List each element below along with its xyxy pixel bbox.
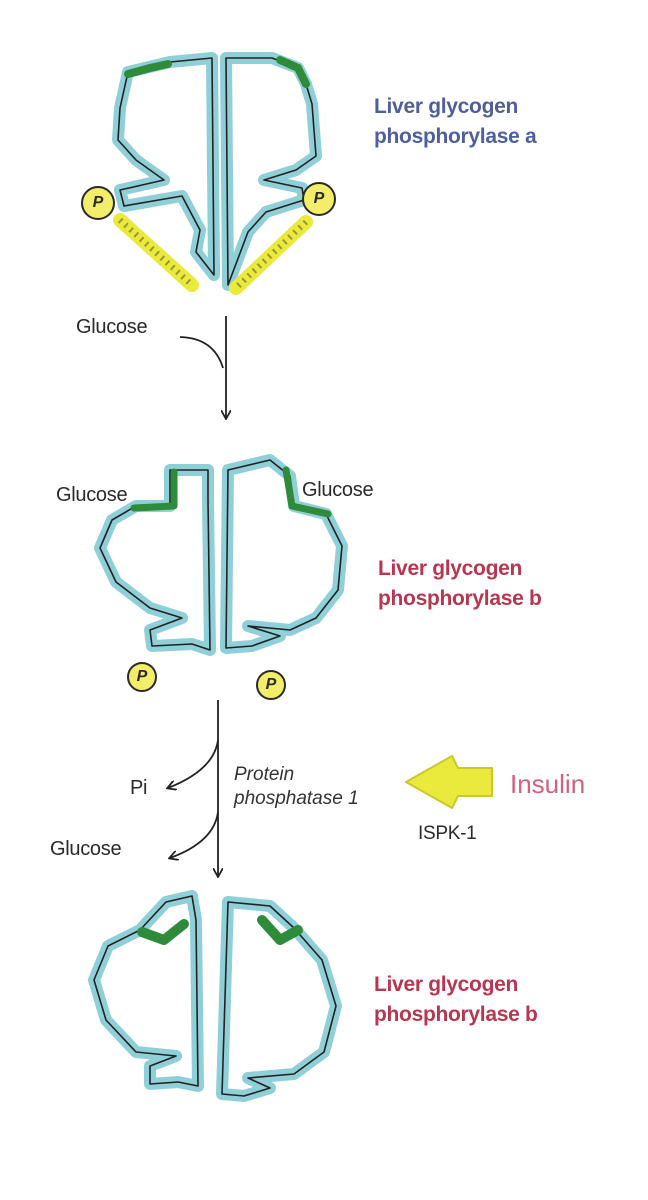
enzyme-label-line1: Protein [234,764,295,785]
state-b2-title-line2: phosphorylase b [374,1003,538,1026]
yellow-helix-left [113,213,199,292]
state-a-title: Liver glycogen phosphorylase a [374,92,537,152]
phosphate-badge: P [81,186,115,220]
state-b1-title-line1: Liver glycogen [378,557,523,580]
phosphorylase-b2-left-subunit [88,890,204,1092]
state-b2-title: Liver glycogen phosphorylase b [374,970,538,1030]
bound-glucose-right-label: Glucose [302,479,374,501]
enzyme-label: Protein phosphatase 1 [234,763,359,811]
state-b1-title: Liver glycogen phosphorylase b [378,554,542,614]
state-a-title-line2: phosphorylase a [374,125,537,148]
state-b1-title-line2: phosphorylase b [378,587,542,610]
phosphorylase-a-left-subunit [112,52,220,281]
enzyme-label-line2: phosphatase 1 [234,788,359,809]
yellow-helix-left-ticks [117,217,195,288]
phosphate-badge: P [302,182,336,216]
arrow-glucose-in [179,336,224,369]
ispk1-label: ISPK-1 [418,823,477,844]
arrow-glucose-out [170,811,219,858]
phosphate-badge: P [256,670,286,700]
phosphorylase-b1-right-subunit [220,454,348,654]
state-b2-title-line1: Liver glycogen [374,973,519,996]
glucose-output-label: Glucose [50,838,122,860]
insulin-label: Insulin [510,769,586,799]
arrow-pi-out [168,739,219,788]
bound-glucose-left-label: Glucose [56,484,128,506]
phosphorylase-b2-right-subunit [216,896,342,1102]
yellow-helix-right [229,215,313,295]
phosphorylase-a-right-subunit [220,52,322,291]
phosphorylase-b1-left-subunit [94,464,216,656]
state-a-title-line1: Liver glycogen [374,95,519,118]
phosphate-badge: P [127,662,157,692]
glucose-input-label: Glucose [76,316,148,338]
yellow-arrow [405,755,493,809]
pi-label: Pi [130,777,148,799]
